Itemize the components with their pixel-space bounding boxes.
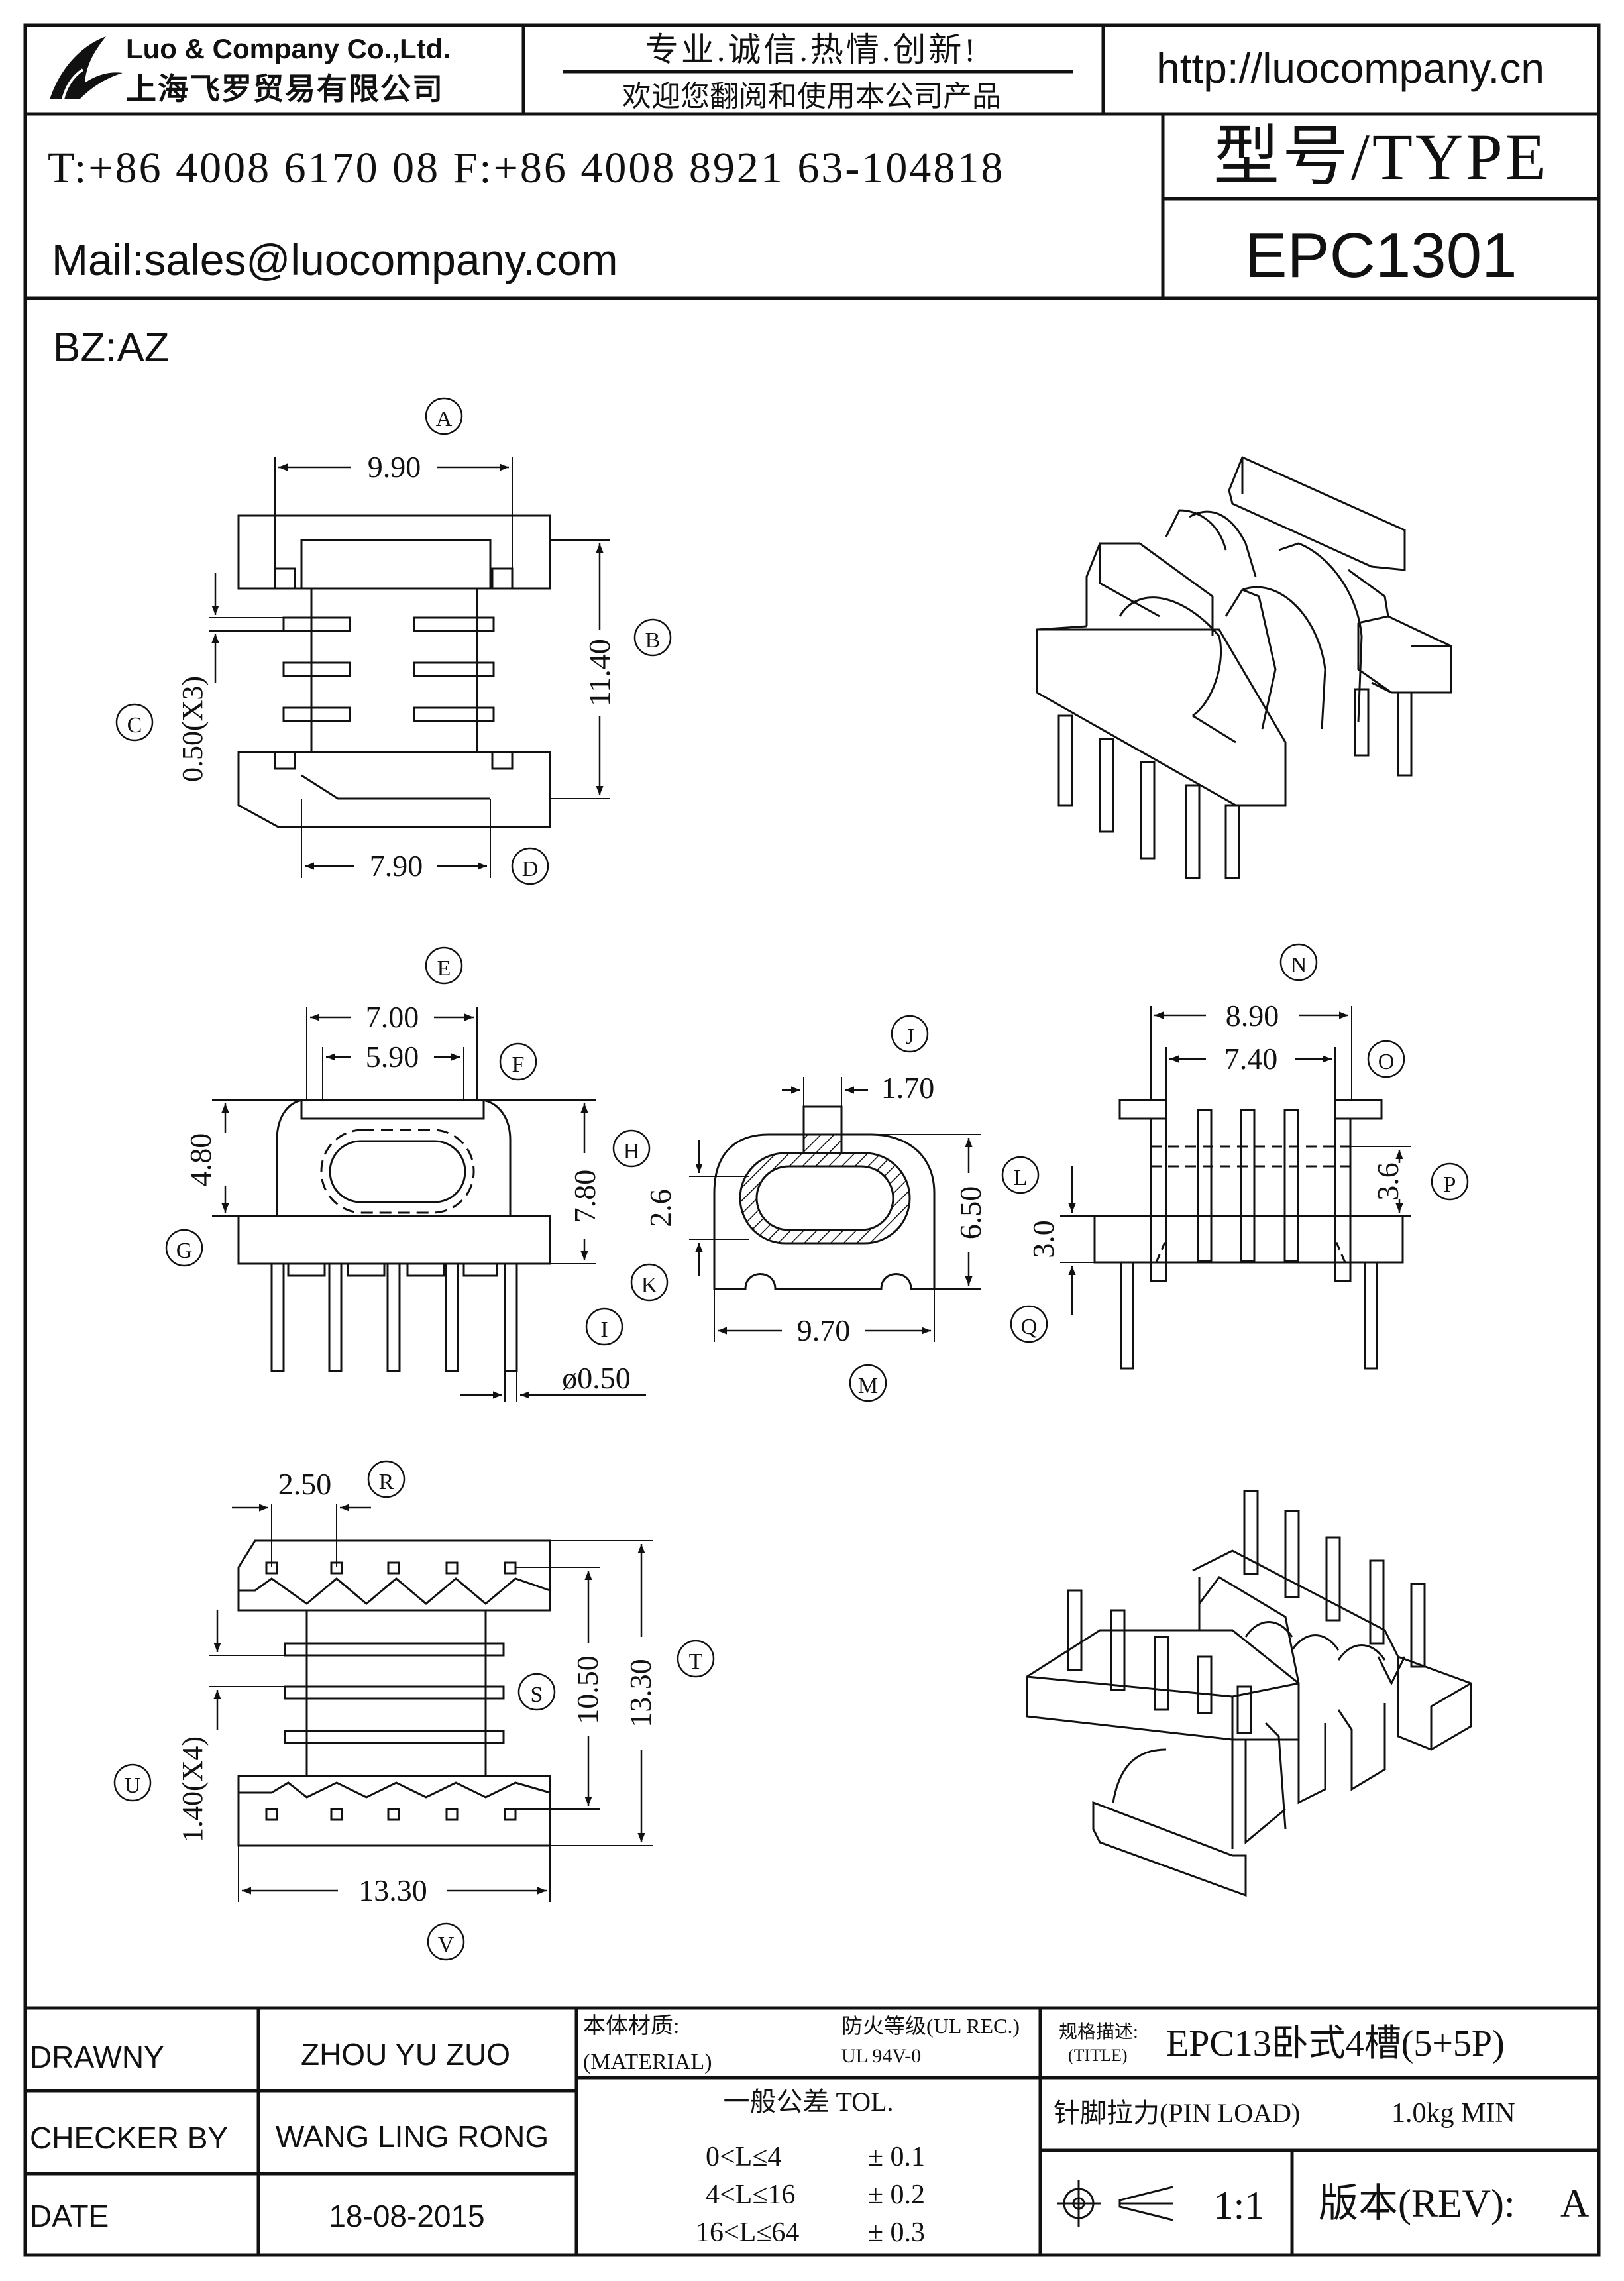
type-value: EPC1301: [1245, 220, 1517, 291]
tolerance-label: 一般公差 TOL.: [723, 2087, 893, 2117]
dim-e-value: 7.00: [366, 1000, 419, 1034]
revision-label: 版本(REV):: [1319, 2182, 1515, 2225]
title-value: EPC13卧式4槽(5+5P): [1166, 2023, 1505, 2064]
marker-p: P: [1444, 1172, 1456, 1197]
marker-d: D: [522, 857, 539, 881]
dim-l-value: 6.50: [953, 1186, 987, 1240]
material-label-en: (MATERIAL): [583, 2050, 712, 2074]
marker-b: B: [645, 628, 661, 653]
side-view: J 1.70 2.6 K 6.50 L: [630, 1015, 1040, 1402]
tolerance-value-2: ± 0.2: [868, 2180, 925, 2210]
marker-i: I: [600, 1317, 608, 1342]
drawn-by-value: ZHOU YU ZUO: [301, 2037, 510, 2072]
dim-v-value: 13.30: [358, 1873, 427, 1907]
marker-g: G: [176, 1239, 193, 1263]
marker-r: R: [379, 1470, 394, 1494]
tolerance-range-1: 0<L≤4: [706, 2142, 781, 2172]
website-link[interactable]: http://luocompany.cn: [1156, 44, 1544, 92]
title-label-cn: 规格描述:: [1059, 2021, 1138, 2042]
scale-value: 1:1: [1214, 2184, 1265, 2227]
projection-symbol-icon: [1057, 2180, 1173, 2227]
material-label-cn: 本体材质:: [583, 2013, 679, 2038]
drawing-area: BZ:AZ 9.90 A: [53, 325, 1472, 1961]
marker-j: J: [905, 1025, 914, 1049]
dim-j-value: 1.70: [881, 1071, 935, 1105]
top-view: 9.90 A: [115, 397, 672, 885]
marker-t: T: [689, 1649, 703, 1674]
pin-load-label: 针脚拉力(PIN LOAD): [1054, 2098, 1300, 2128]
dim-q-value: 3.0: [1026, 1220, 1060, 1258]
dim-f-value: 5.90: [366, 1040, 419, 1074]
marker-e: E: [437, 956, 451, 981]
end-view: N 8.90 7.40 O: [1010, 943, 1469, 1370]
tolerance-range-2: 4<L≤16: [706, 2180, 795, 2210]
dim-k-value: 2.6: [643, 1189, 677, 1227]
marker-q: Q: [1021, 1315, 1038, 1339]
title-block: DRAWNY ZHOU YU ZUO CHECKER BY WANG LING …: [25, 2006, 1599, 2255]
dim-a-value: 9.90: [368, 450, 421, 484]
marker-v: V: [438, 1932, 455, 1957]
marker-h: H: [623, 1139, 640, 1164]
dim-r-value: 2.50: [278, 1467, 332, 1501]
marker-n: N: [1291, 953, 1307, 977]
date-label: DATE: [30, 2199, 109, 2233]
marker-u: U: [125, 1773, 141, 1798]
dim-d-value: 7.90: [370, 849, 423, 883]
isometric-view-front: [1036, 455, 1452, 879]
dim-m-value: 9.70: [797, 1313, 851, 1347]
dim-s-value: 10.50: [570, 1655, 604, 1724]
dim-u-value: 1.40(X4): [176, 1736, 209, 1842]
fire-rating-label: 防火等级(UL REC.): [841, 2014, 1020, 2038]
company-name-en: Luo & Company Co.,Ltd.: [126, 33, 451, 64]
dim-i-value: ø0.50: [562, 1361, 631, 1395]
marker-f: F: [512, 1052, 525, 1077]
date-value: 18-08-2015: [329, 2199, 484, 2233]
company-logo: [50, 36, 123, 100]
dim-h-value: 7.80: [568, 1170, 602, 1223]
revision-value: A: [1560, 2182, 1589, 2225]
tolerance-value-1: ± 0.1: [868, 2142, 925, 2172]
bz-label: BZ:AZ: [53, 325, 170, 370]
tolerance-range-3: 16<L≤64: [696, 2217, 799, 2248]
drawn-by-label: DRAWNY: [30, 2040, 164, 2074]
dim-t-value: 13.30: [623, 1659, 657, 1728]
bottom-view: R 2.50: [113, 1460, 715, 1961]
title-label-en: (TITLE): [1068, 2046, 1128, 2065]
isometric-view-bottom: [1026, 1490, 1472, 1897]
checker-label: CHECKER BY: [30, 2121, 228, 2155]
dim-b-value: 11.40: [582, 639, 616, 706]
type-label: 型号/TYPE: [1213, 120, 1548, 194]
marker-k: K: [641, 1273, 658, 1298]
dim-n-value: 8.90: [1226, 999, 1279, 1032]
checker-value: WANG LING RONG: [276, 2119, 549, 2154]
dim-o-value: 7.40: [1224, 1042, 1278, 1076]
marker-a: A: [436, 407, 453, 431]
marker-m: M: [858, 1374, 878, 1398]
email-link[interactable]: Mail:sales@luocompany.com: [52, 235, 618, 284]
front-view: E 7.00 5.90 F: [165, 946, 651, 1402]
welcome-text: 欢迎您翻阅和使用本公司产品: [622, 80, 1001, 113]
dim-p-value: 3.6: [1371, 1162, 1405, 1201]
marker-l: L: [1014, 1166, 1028, 1190]
slogan-text: 专业.诚信.热情.创新!: [645, 31, 978, 68]
pin-load-value: 1.0kg MIN: [1391, 2098, 1515, 2129]
dim-g-value: 4.80: [184, 1133, 217, 1187]
marker-o: O: [1378, 1050, 1395, 1074]
fire-rating-value: UL 94V-0: [841, 2045, 921, 2067]
marker-c: C: [127, 713, 142, 738]
phone-fax-text: T:+86 4008 6170 08 F:+86 4008 8921 63-10…: [48, 144, 1004, 192]
header: Luo & Company Co.,Ltd. 上海飞罗贸易有限公司 专业.诚信.…: [23, 23, 1601, 2257]
dim-c-value: 0.50(X3): [176, 676, 209, 782]
tolerance-value-3: ± 0.3: [868, 2217, 925, 2248]
marker-s: S: [531, 1683, 543, 1707]
company-name-cn: 上海飞罗贸易有限公司: [126, 72, 444, 106]
